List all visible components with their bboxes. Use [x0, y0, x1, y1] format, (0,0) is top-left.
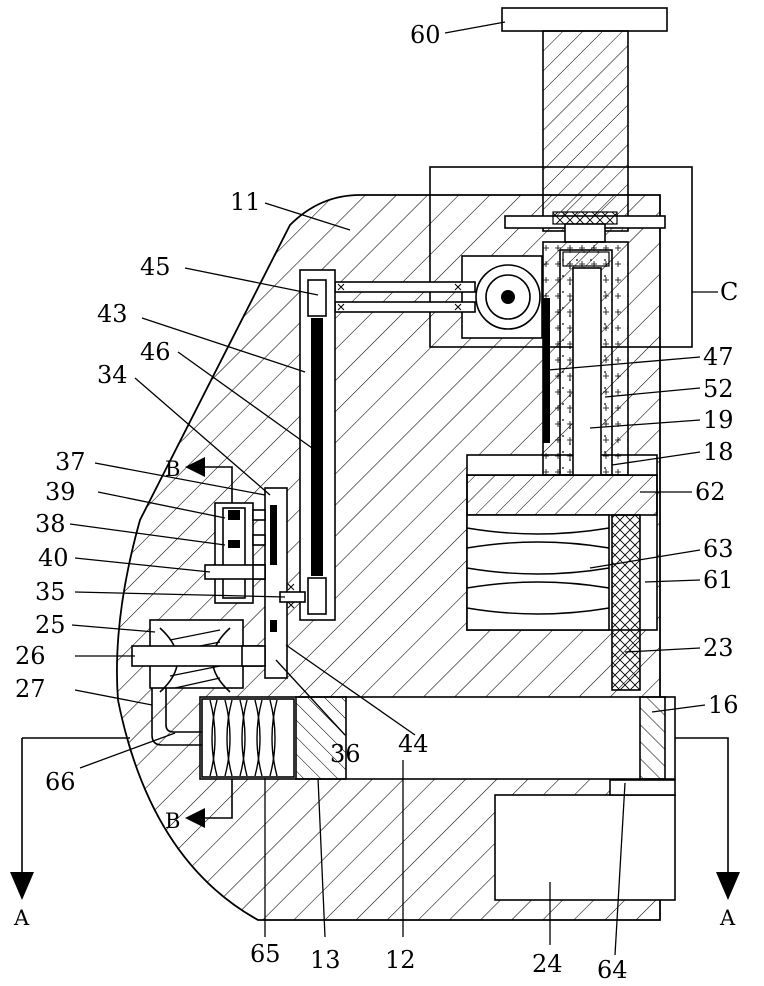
label-19: 19	[703, 406, 734, 434]
pulley-upper	[462, 256, 542, 338]
block-62	[467, 475, 657, 515]
belt-46	[311, 318, 323, 576]
label-C: C	[720, 278, 738, 306]
label-61: 61	[703, 566, 734, 594]
label-12: 12	[385, 946, 416, 974]
label-11: 11	[230, 188, 261, 216]
spring-65	[202, 699, 294, 777]
plate-16	[640, 697, 665, 779]
cap-60	[502, 8, 667, 31]
label-40: 40	[38, 544, 69, 572]
label-26: 26	[15, 642, 46, 670]
label-52: 52	[703, 375, 734, 403]
label-62: 62	[695, 478, 726, 506]
label-27: 27	[15, 675, 46, 703]
core-19	[573, 268, 601, 475]
rod-60	[543, 31, 628, 231]
section-mark-b-top: B	[165, 457, 180, 481]
section-mark-a-right: A	[719, 906, 736, 930]
section-mark-a-left: A	[13, 906, 30, 930]
label-37: 37	[55, 448, 86, 476]
label-23: 23	[703, 634, 734, 662]
label-38: 38	[35, 510, 66, 538]
section-mark-b-bottom: B	[165, 809, 180, 833]
label-35: 35	[35, 578, 66, 606]
label-46: 46	[140, 338, 171, 366]
label-24: 24	[532, 950, 563, 978]
label-25: 25	[35, 611, 66, 639]
label-66: 66	[45, 768, 76, 796]
label-60: 60	[410, 21, 441, 49]
label-39: 39	[45, 478, 76, 506]
label-45: 45	[140, 253, 171, 281]
rod-23	[612, 515, 640, 690]
label-13: 13	[310, 946, 341, 974]
label-36: 36	[330, 740, 361, 768]
springs-63	[467, 515, 609, 630]
label-47: 47	[703, 343, 734, 371]
label-64: 64	[597, 956, 628, 984]
label-65: 65	[250, 940, 281, 968]
label-44: 44	[398, 730, 429, 758]
label-34: 34	[97, 361, 128, 389]
label-63: 63	[703, 535, 734, 563]
label-18: 18	[703, 438, 734, 466]
label-16: 16	[708, 691, 739, 719]
label-43: 43	[97, 300, 128, 328]
block-24	[495, 795, 675, 900]
